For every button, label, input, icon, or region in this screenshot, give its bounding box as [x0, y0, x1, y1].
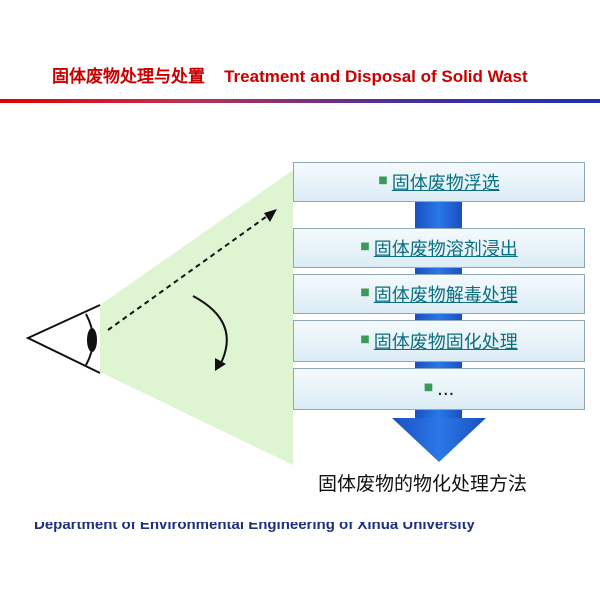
header-title: 固体废物处理与处置 Treatment and Disposal of Soli… [52, 62, 600, 88]
bullet-icon: ■ [360, 240, 370, 252]
process-step-detoxification: ■ 固体废物解毒处理 [293, 274, 585, 314]
bullet-icon: ■ [378, 174, 388, 186]
curved-arrow-icon [192, 295, 228, 371]
footer-text: Department of Environmental Engineering … [34, 516, 475, 532]
diagram-caption: 固体废物的物化处理方法 [318, 473, 528, 495]
process-step-solvent-leaching: ■ 固体废物溶剂浸出 [293, 228, 585, 268]
process-step-label: 固体废物解毒处理 [373, 285, 518, 306]
eye-icon [25, 304, 101, 374]
process-step-flotation: ■ 固体废物浮选 [293, 162, 585, 202]
process-step-label: 固体废物溶剂浸出 [373, 239, 518, 260]
header-title-cn: 固体废物处理与处置 [52, 67, 205, 87]
process-step-label: 固体废物浮选 [391, 173, 500, 194]
header-title-en: Treatment and Disposal of Solid Wast [224, 67, 528, 86]
bullet-icon: ■ [360, 333, 370, 345]
process-step-more: ■ ... [293, 368, 585, 410]
dashed-arrow-icon [107, 209, 277, 331]
bullet-icon: ■ [423, 381, 434, 393]
process-step-solidification: ■ 固体废物固化处理 [293, 320, 585, 362]
process-step-ellipsis: ... [437, 378, 455, 400]
header-divider [0, 99, 600, 103]
view-cone [100, 170, 293, 465]
bullet-icon: ■ [360, 286, 370, 298]
process-step-label: 固体废物固化处理 [373, 332, 518, 353]
